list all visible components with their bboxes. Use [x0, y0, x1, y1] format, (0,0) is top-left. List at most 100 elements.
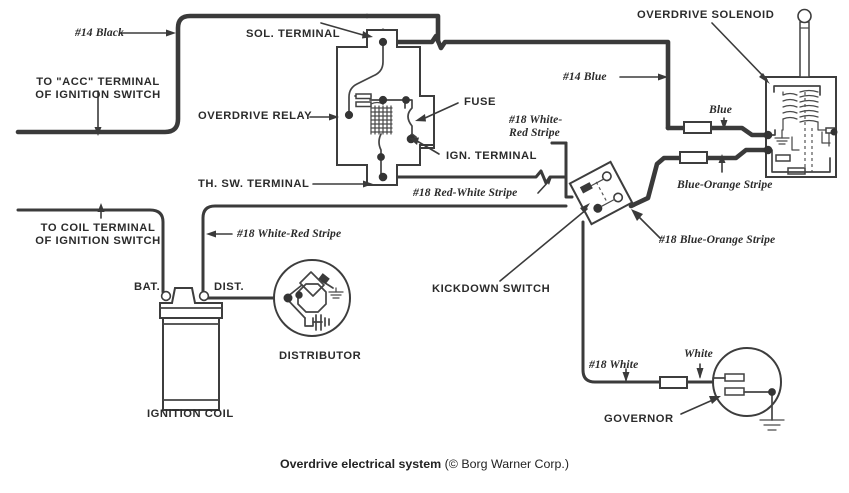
distributor-breaker-plate: [299, 271, 325, 297]
label-ign-terminal: IGN. TERMINAL: [446, 150, 538, 162]
label-kickdown-switch: KICKDOWN SWITCH: [432, 283, 551, 295]
arrow-coil-terminal: [97, 203, 105, 212]
leader-ign-terminal: [416, 140, 440, 155]
governor-body: [712, 347, 782, 417]
coil-terminal-dist: [198, 290, 210, 302]
wire-blue-to-solenoid: [665, 125, 769, 138]
label-white: White: [684, 347, 713, 360]
arrow-14-blue: [658, 73, 668, 81]
solenoid-terminal-lower: [763, 145, 773, 155]
label-wire-18-white-red-left: #18 White-Red Stripe: [237, 227, 342, 240]
relay-node-coil-bottom: [377, 153, 385, 161]
figure-caption: Overdrive electrical system (© Borg Warn…: [0, 457, 849, 471]
label-th-sw-terminal: TH. SW. TERMINAL: [198, 178, 310, 190]
wire-18-white-path: [581, 220, 714, 384]
label-wire-18-white: #18 White: [589, 358, 639, 371]
arrow-white: [696, 368, 704, 379]
relay-node-thsw: [378, 172, 388, 182]
label-wire-18-red-white: #18 Red-White Stripe: [413, 186, 518, 199]
connector-blue: [683, 121, 712, 134]
label-wire-18-blue-orange: #18 Blue-Orange Stripe: [659, 233, 776, 246]
label-overdrive-relay: OVERDRIVE RELAY: [198, 110, 313, 122]
wire-18-white-red-right-path: [550, 141, 568, 179]
solenoid-case: [765, 76, 837, 178]
kickdown-internal-link: [590, 178, 616, 208]
label-wire-14-blue: #14 Blue: [563, 70, 607, 83]
governor-node: [768, 388, 776, 396]
label-acc-terminal: TO "ACC" TERMINAL OF IGNITION SWITCH: [35, 76, 161, 101]
arrow-governor: [709, 396, 721, 404]
solenoid-coil-small: [782, 92, 798, 120]
relay-coil-windings: [370, 101, 393, 135]
solenoid-coil-large-lead: [817, 121, 830, 147]
caption-title: Overdrive electrical system: [280, 457, 442, 471]
kickdown-contact-upper: [579, 182, 593, 194]
wire-white-red-long-run: [201, 204, 568, 294]
arrow-ign-terminal: [409, 137, 419, 145]
relay-fuse-element: [404, 99, 413, 138]
arrow-blue-orange: [718, 154, 726, 163]
leader-governor: [680, 398, 716, 415]
label-coil-terminal: TO COIL TERMINAL OF IGNITION SWITCH: [35, 222, 161, 247]
connector-blue-orange: [679, 151, 708, 164]
arrow-overdrive-relay: [329, 113, 339, 121]
caption-credit: (© Borg Warner Corp.): [444, 457, 569, 471]
solenoid-contact-arm-a: [791, 136, 800, 151]
arrow-blue: [720, 120, 728, 130]
label-blue-orange-stripe: Blue-Orange Stripe: [677, 178, 773, 191]
relay-node-left: [344, 110, 354, 120]
leader-sol-terminal: [320, 22, 364, 36]
solenoid-node-right: [830, 128, 838, 136]
kickdown-internal-dashed: [595, 181, 609, 204]
solenoid-terminal-upper: [763, 130, 773, 140]
arrow-th-sw-terminal: [363, 180, 373, 188]
relay-node-contact: [378, 95, 388, 105]
wire-18-red-white-path: [391, 169, 568, 185]
relay-internal-link-top: [348, 41, 384, 115]
label-wire-14-black: #14 Black: [75, 26, 124, 39]
relay-contact-pad-2: [355, 101, 372, 108]
kickdown-terminal-upper: [601, 171, 612, 182]
arrow-14-black: [166, 29, 176, 37]
arrow-18-blue-orange: [631, 209, 643, 221]
wire-coil-terminal-bus: [16, 208, 165, 294]
solenoid-plunger-shaft: [799, 21, 810, 78]
solenoid-ground-symbol: [774, 129, 790, 145]
relay-node-sol: [378, 37, 388, 47]
coil-cap: [159, 287, 223, 319]
arrow-18-white-red-left: [206, 230, 216, 238]
solenoid-internal-bus-top: [773, 85, 821, 96]
label-distributor: DISTRIBUTOR: [279, 350, 362, 362]
relay-node-right-contact: [402, 96, 410, 104]
solenoid-contact-block-c: [787, 167, 806, 175]
label-fuse: FUSE: [464, 96, 497, 108]
label-blue: Blue: [709, 103, 732, 116]
connector-white: [659, 376, 688, 389]
leader-18-blue-orange: [635, 213, 661, 239]
distributor-condenser: [304, 314, 330, 331]
distributor-cam: [297, 283, 327, 313]
wire-sol-terminal-drop: [364, 13, 441, 44]
leader-overdrive-solenoid: [711, 22, 768, 81]
label-dist: DIST.: [214, 281, 245, 293]
governor-contact-lower: [724, 387, 745, 396]
distributor-inner-node: [295, 291, 303, 299]
label-wire-18-white-red-right: #18 White- Red Stripe: [509, 113, 563, 139]
arrow-18-red-white: [546, 177, 552, 185]
label-ignition-coil: IGNITION COIL: [147, 408, 234, 420]
leader-kickdown-switch: [499, 208, 588, 282]
relay-coil-lead-bottom: [378, 133, 382, 157]
label-overdrive-solenoid: OVERDRIVE SOLENOID: [637, 9, 775, 21]
arrow-18-white: [622, 372, 630, 382]
arrow-kickdown-switch: [580, 203, 590, 213]
wire-14-black-path: [15, 13, 370, 135]
leader-fuse: [424, 102, 459, 119]
solenoid-contact-arm-b: [821, 131, 831, 144]
distributor-body: [273, 259, 351, 337]
governor-ground-symbol: [759, 419, 785, 431]
leader-18-red-white: [537, 180, 550, 194]
solenoid-lower-bus: [771, 149, 831, 173]
distributor-ground-symbol: [328, 287, 344, 299]
distributor-points-arm: [286, 298, 306, 319]
